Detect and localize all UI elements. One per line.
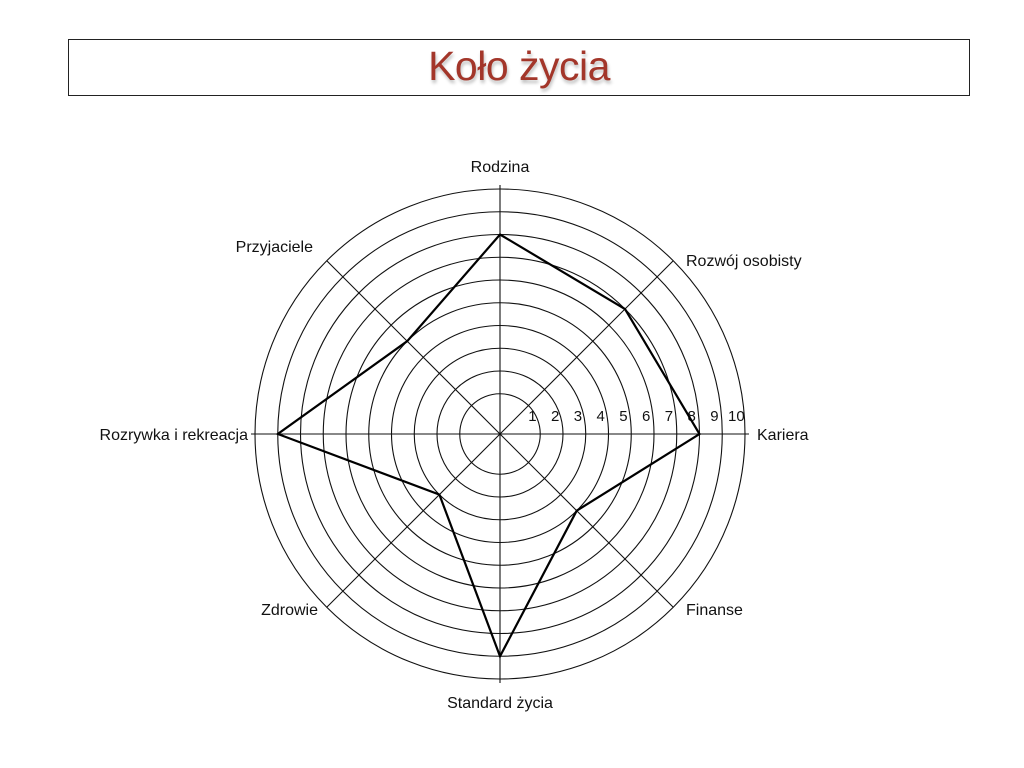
grid-spoke [499, 433, 674, 608]
scale-tick: 2 [551, 408, 559, 425]
category-label: Finanse [686, 602, 743, 619]
scale-tick: 6 [642, 408, 650, 425]
grid-spoke [326, 260, 501, 435]
grid-spokes [251, 185, 749, 683]
category-label: Standard życia [447, 695, 553, 712]
scale-tick: 4 [597, 408, 605, 425]
grid-spoke [499, 260, 674, 435]
page-title: Koło życia [428, 43, 610, 89]
category-label: Kariera [757, 427, 809, 444]
category-label: Rozwój osobisty [686, 253, 802, 270]
grid-spoke [326, 433, 501, 608]
scale-tick: 5 [619, 408, 627, 425]
scale-tick: 8 [688, 408, 696, 425]
scale-tick: 10 [728, 408, 745, 425]
title-box: Koło życia [68, 39, 970, 96]
category-label: Rozrywka i rekreacja [100, 427, 249, 444]
category-label: Przyjaciele [236, 239, 313, 256]
category-label: Rodzina [471, 159, 530, 176]
scale-tick: 3 [574, 408, 582, 425]
scale-tick: 9 [710, 408, 718, 425]
category-label: Zdrowie [261, 602, 318, 619]
scale-tick: 7 [665, 408, 673, 425]
scale-tick: 1 [528, 408, 536, 425]
data-polygon [275, 233, 701, 659]
